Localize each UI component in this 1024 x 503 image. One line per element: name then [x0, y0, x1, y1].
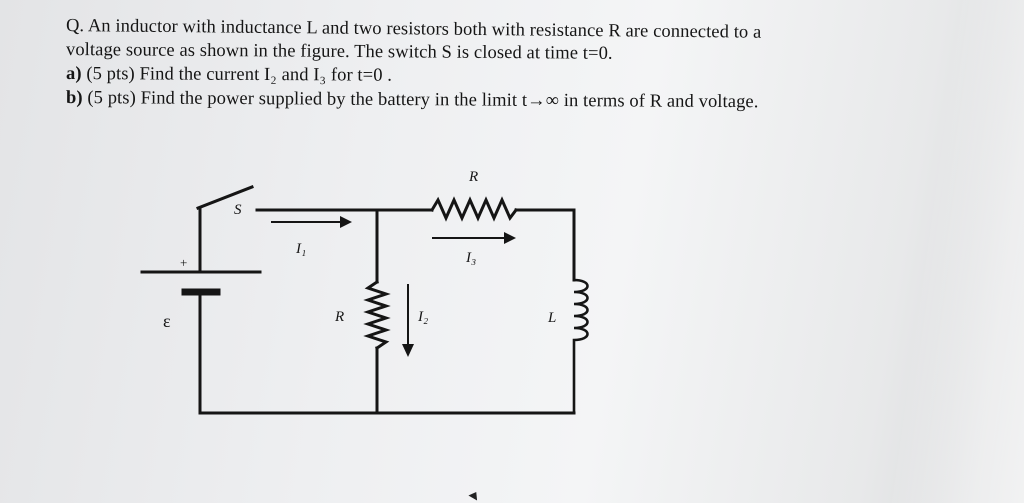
top-wire-right [514, 208, 576, 282]
switch-label: S [234, 202, 242, 218]
arrow-i3-head [504, 232, 516, 244]
inductor-coil [572, 278, 589, 415]
top-resistor [429, 196, 519, 222]
current-i1-label: I₁ [295, 241, 306, 257]
middle-resistor [363, 279, 391, 351]
switch-arm [196, 185, 254, 210]
middle-resistor-label: R [334, 309, 344, 325]
arrow-i1-head [340, 216, 352, 228]
battery-plus-label: + [180, 255, 187, 270]
inductor-label: L [547, 310, 556, 326]
arrow-i2-head [402, 344, 414, 357]
emf-label: ε [163, 311, 171, 331]
current-i3-label: I₃ [465, 250, 476, 266]
current-i2-label: I₂ [417, 309, 428, 325]
top-resistor-label: R [468, 169, 478, 185]
